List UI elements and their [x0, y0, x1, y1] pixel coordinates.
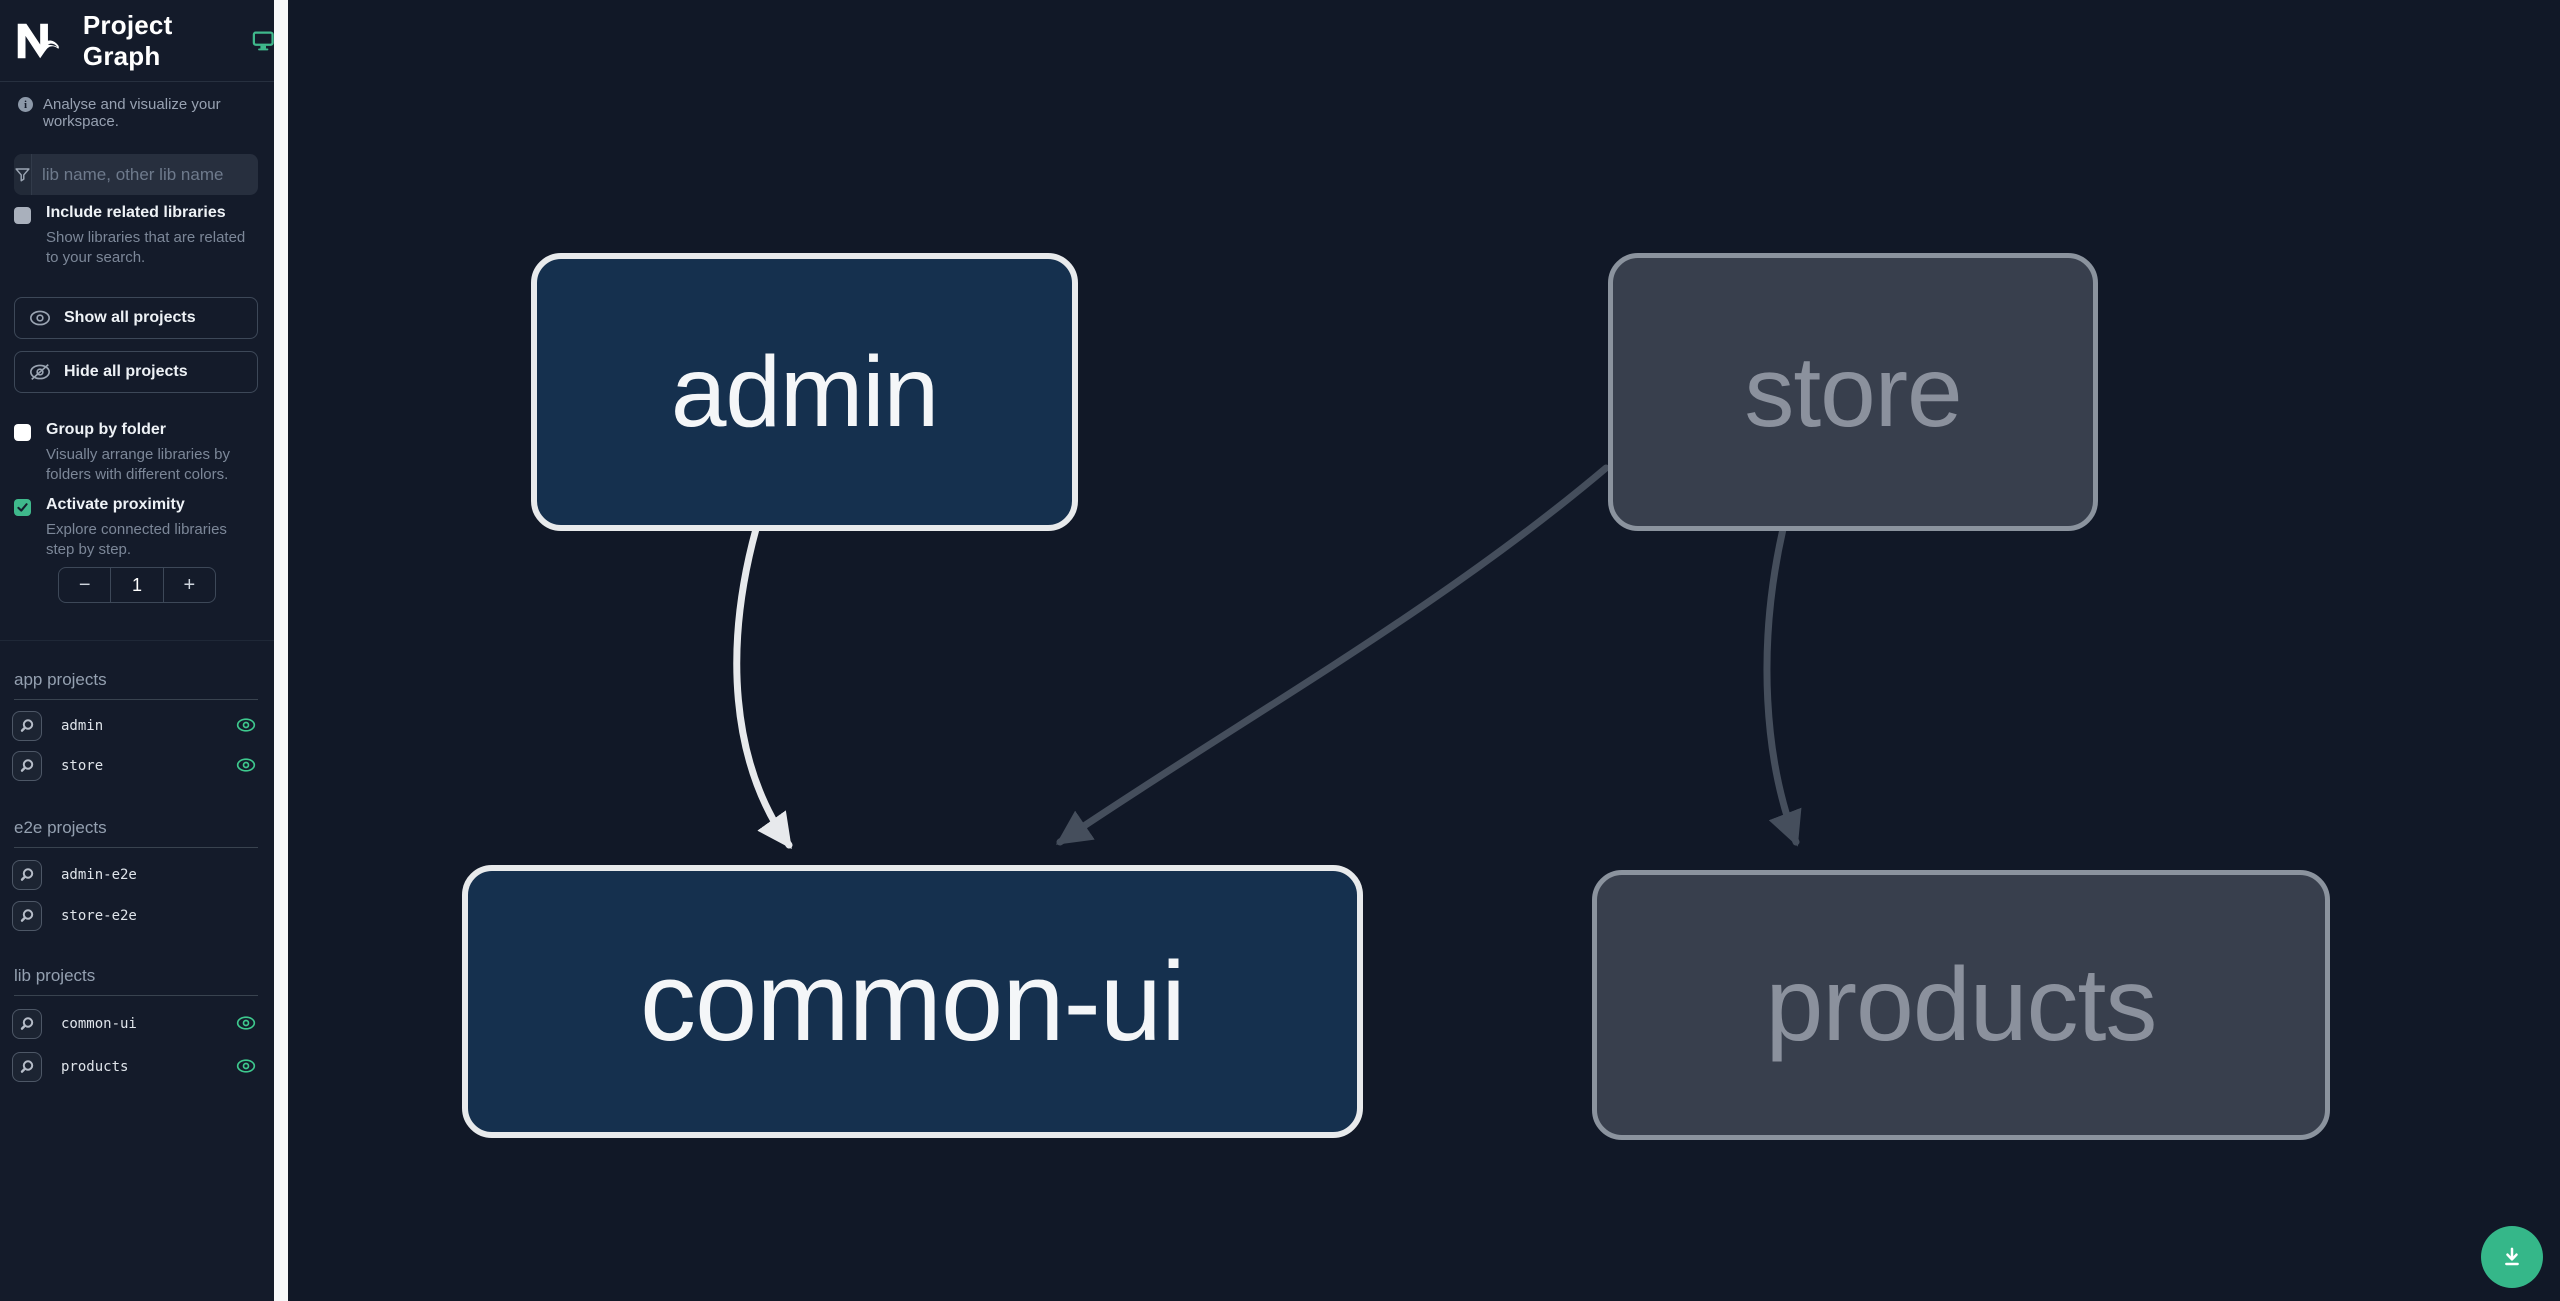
focus-icon: [20, 868, 34, 881]
edge-store-to-common-ui[interactable]: [1055, 464, 1610, 846]
group-by-folder-checkbox[interactable]: [14, 424, 31, 441]
graph-node-store[interactable]: store: [1608, 253, 2098, 531]
focus-icon: [20, 1017, 34, 1030]
section-title-lib-projects: lib projects: [14, 966, 258, 996]
include-related-description: Show libraries that are related to your …: [46, 229, 246, 266]
graph-node-products[interactable]: products: [1592, 870, 2330, 1140]
focus-icon: [20, 1060, 34, 1073]
group-by-folder-description: Visually arrange libraries by folders wi…: [46, 446, 230, 483]
focus-project-button[interactable]: [12, 751, 42, 781]
sidebar: Project Graph i Analyse and visualize yo…: [0, 0, 274, 1301]
toggle-visibility-eye-icon[interactable]: [236, 717, 256, 733]
proximity-decrement-button[interactable]: −: [78, 573, 91, 596]
project-search: [14, 154, 258, 195]
eye-icon: [30, 310, 50, 326]
project-row-common-ui: common-ui: [12, 1009, 262, 1039]
include-related-checkbox[interactable]: [14, 207, 31, 224]
sidebar-resize-gutter[interactable]: [274, 0, 288, 1301]
checkmark-icon: [17, 503, 28, 512]
focus-project-button[interactable]: [12, 711, 42, 741]
activate-proximity-label: Activate proximity: [46, 496, 185, 513]
project-row-store: store: [12, 751, 262, 781]
proximity-increment-button[interactable]: +: [183, 573, 196, 596]
filter-funnel-icon: [14, 154, 32, 195]
group-by-folder-label: Group by folder: [46, 421, 166, 438]
focus-icon: [20, 759, 34, 772]
section-title-e2e-projects: e2e projects: [14, 818, 258, 848]
graph-canvas[interactable]: admin store common-ui products: [288, 0, 2560, 1301]
activate-proximity-description: Explore connected libraries step by step…: [46, 521, 227, 558]
edge-admin-to-common-ui[interactable]: [733, 525, 793, 849]
focus-project-button[interactable]: [12, 901, 42, 931]
dependency-edges: [733, 464, 1802, 849]
edge-store-to-products[interactable]: [1763, 525, 1802, 847]
sidebar-divider: [0, 640, 274, 641]
graph-node-admin[interactable]: admin: [531, 253, 1078, 531]
proximity-value: 1: [110, 568, 164, 602]
hide-all-projects-button[interactable]: Hide all projects: [14, 351, 258, 393]
focus-project-button[interactable]: [12, 860, 42, 890]
sidebar-header: Project Graph: [0, 0, 274, 82]
eye-off-icon: [30, 364, 50, 380]
monitor-icon[interactable]: [252, 29, 274, 53]
workspace-tagline: i Analyse and visualize your workspace.: [18, 96, 274, 130]
focus-icon: [20, 909, 34, 922]
download-icon: [2505, 1247, 2519, 1266]
show-all-projects-button[interactable]: Show all projects: [14, 297, 258, 339]
download-image-button[interactable]: [2481, 1226, 2543, 1288]
focus-project-button[interactable]: [12, 1009, 42, 1039]
include-related-label: Include related libraries: [46, 204, 226, 221]
toggle-visibility-eye-icon[interactable]: [236, 757, 256, 773]
nx-logo: [17, 23, 59, 58]
info-icon: i: [18, 97, 33, 112]
graph-node-common-ui[interactable]: common-ui: [462, 865, 1363, 1138]
toggle-visibility-eye-icon[interactable]: [236, 1015, 256, 1031]
proximity-stepper: − 1 +: [58, 567, 216, 603]
search-input[interactable]: [32, 154, 258, 195]
focus-project-button[interactable]: [12, 1052, 42, 1082]
project-row-admin-e2e: admin-e2e: [12, 860, 262, 890]
project-row-store-e2e: store-e2e: [12, 901, 262, 931]
focus-icon: [20, 719, 34, 732]
section-title-app-projects: app projects: [14, 670, 258, 700]
project-row-products: products: [12, 1052, 262, 1082]
project-row-admin: admin: [12, 711, 262, 741]
activate-proximity-checkbox[interactable]: [14, 499, 31, 516]
toggle-visibility-eye-icon[interactable]: [236, 1058, 256, 1074]
app-title: Project Graph: [82, 9, 173, 71]
